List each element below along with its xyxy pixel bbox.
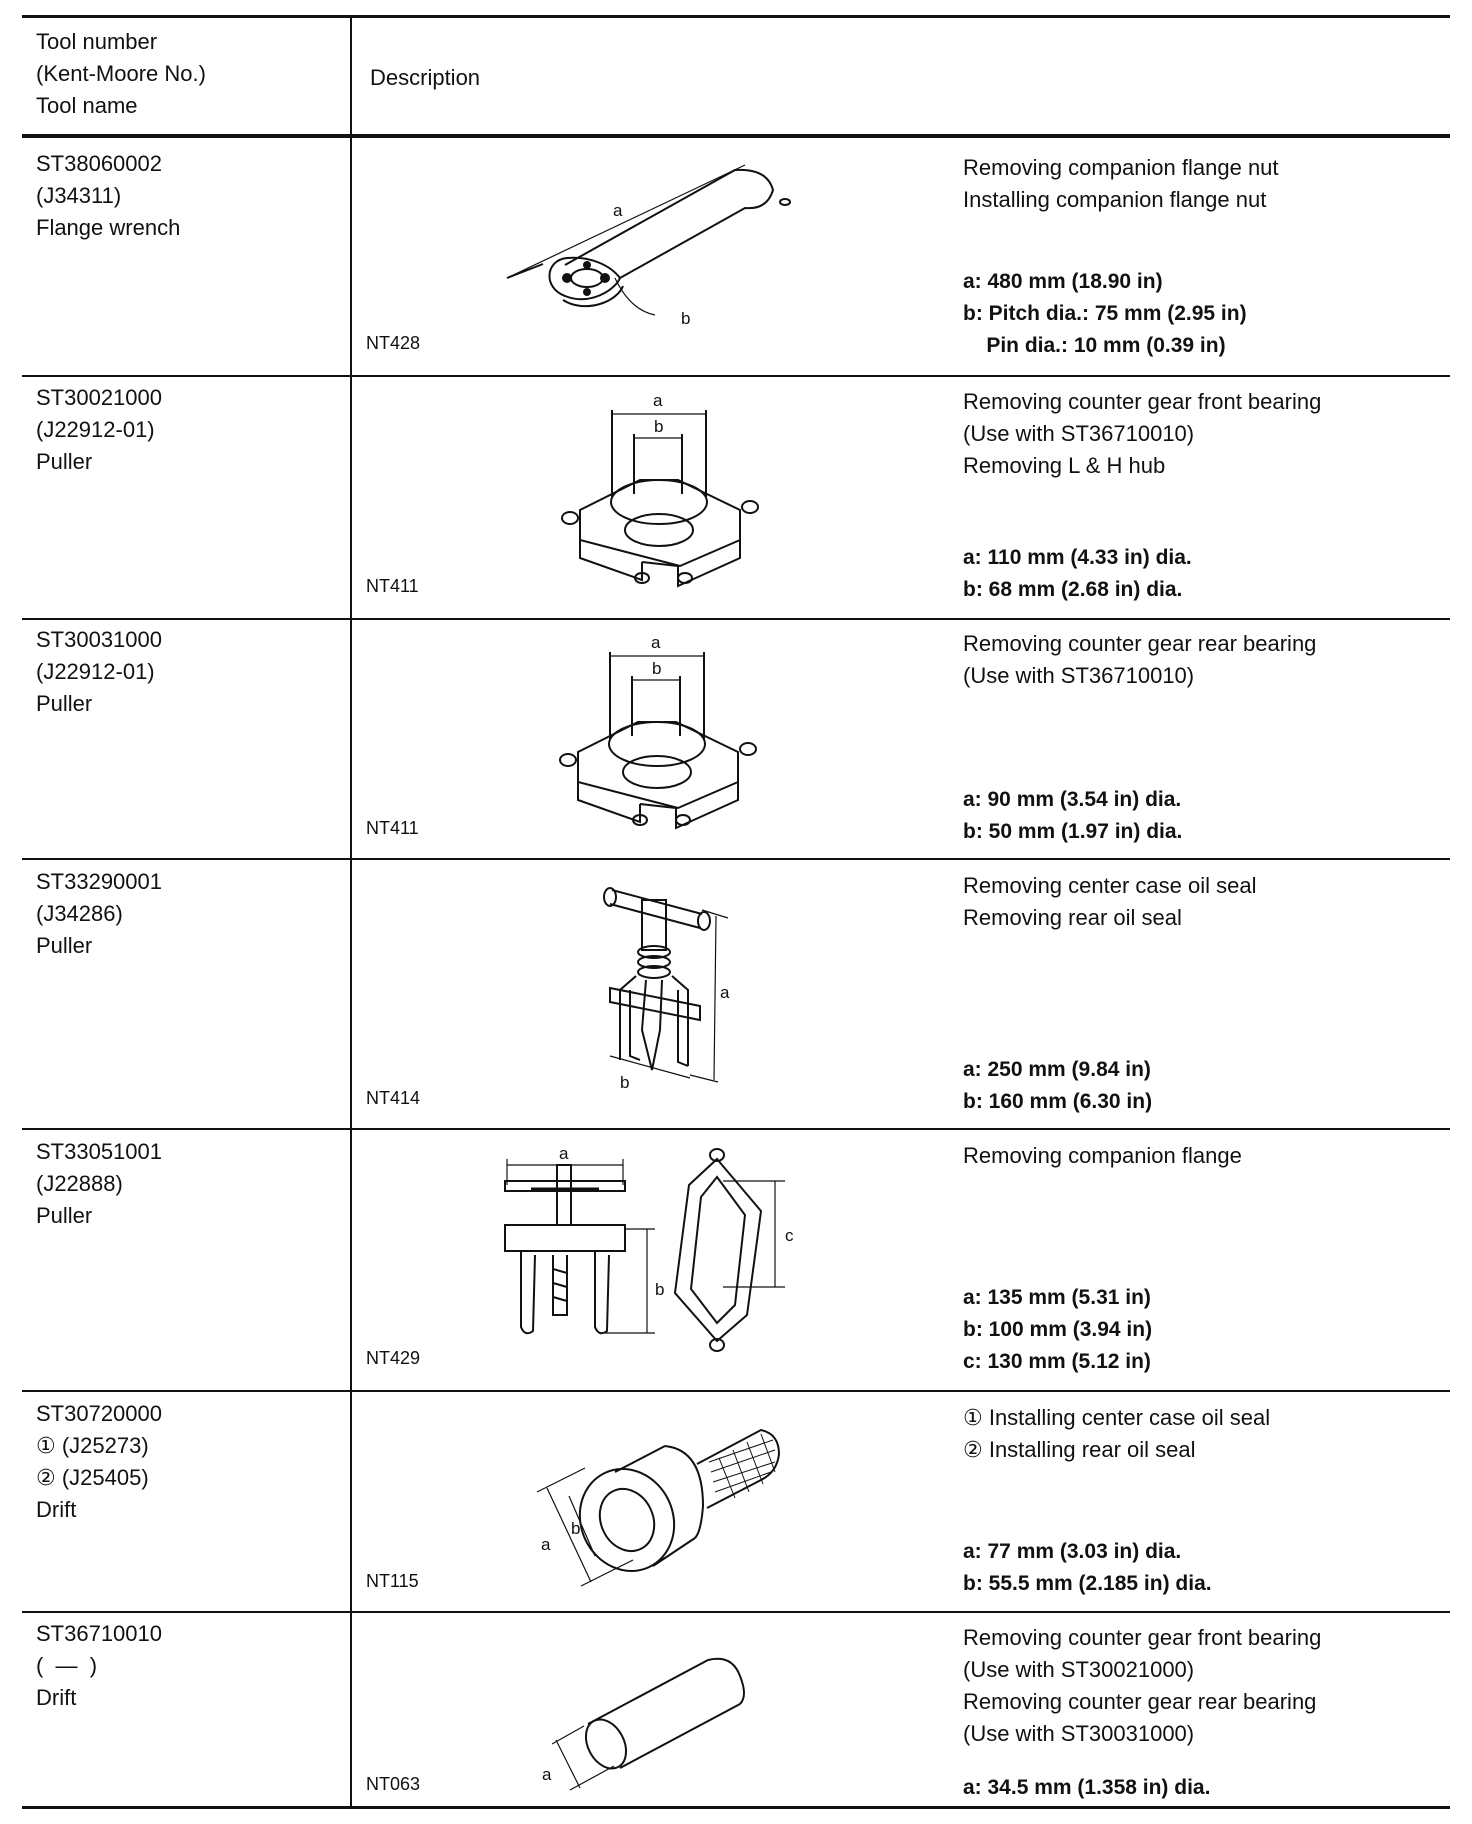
dimension-label: b <box>571 1519 580 1538</box>
tool-name: Drift <box>36 1497 77 1522</box>
spec-line: Pin dia.: 10 mm (0.39 in) <box>963 334 1226 357</box>
tool-number: ST30720000 <box>36 1401 162 1426</box>
figure-code: NT414 <box>366 1088 421 1108</box>
tool-number: ST36710010 <box>36 1621 162 1646</box>
use-description: Removing counter gear rear bearing <box>963 1689 1317 1714</box>
flange-wrench-illustration: a b <box>506 164 791 328</box>
knurled-drift-illustration: a b <box>536 1428 781 1587</box>
kent-moore-number: ② (J25405) <box>36 1465 149 1490</box>
dimension-label: b <box>654 417 663 436</box>
use-description: ① Installing center case oil seal <box>963 1405 1271 1430</box>
tool-name: Puller <box>36 691 93 716</box>
spec-line: b: 100 mm (3.94 in) <box>963 1318 1153 1341</box>
kent-moore-number: (J34286) <box>36 901 123 926</box>
use-description: Removing rear oil seal <box>963 905 1182 930</box>
tool-number: ST33051001 <box>36 1139 162 1164</box>
flange-puller-illustration: a b c <box>504 1144 794 1352</box>
use-description: Removing center case oil seal <box>963 873 1257 898</box>
use-description: Removing counter gear front bearing <box>963 1625 1322 1650</box>
row-divider <box>22 1611 1450 1613</box>
dimension-label: b <box>652 659 661 678</box>
use-description: Removing companion flange nut <box>963 155 1279 180</box>
kent-moore-number: ( — ) <box>36 1653 98 1678</box>
spec-line: b: 55.5 mm (2.185 in) dia. <box>963 1572 1212 1595</box>
kent-moore-number: ① (J25273) <box>36 1433 149 1458</box>
dimension-label: a <box>542 1765 552 1784</box>
use-description: (Use with ST36710010) <box>963 663 1195 688</box>
header-tool-number: Tool number <box>36 29 158 54</box>
header-description: Description <box>370 65 481 90</box>
table-top-rule <box>22 15 1450 18</box>
spec-line: a: 480 mm (18.90 in) <box>963 270 1163 293</box>
tool-name: Puller <box>36 1203 93 1228</box>
figure-code: NT063 <box>366 1774 421 1794</box>
use-description: Removing counter gear rear bearing <box>963 631 1317 656</box>
spec-line: b: Pitch dia.: 75 mm (2.95 in) <box>963 302 1247 325</box>
dimension-label: a <box>541 1535 551 1554</box>
header-bottom-rule <box>22 134 1450 138</box>
row-divider <box>22 1390 1450 1392</box>
use-description: (Use with ST30021000) <box>963 1657 1195 1682</box>
tool-number: ST30021000 <box>36 385 162 410</box>
use-description: (Use with ST36710010) <box>963 421 1195 446</box>
spec-line: b: 160 mm (6.30 in) <box>963 1090 1153 1113</box>
kent-moore-number: (J22912-01) <box>36 659 155 684</box>
use-description: (Use with ST30031000) <box>963 1721 1195 1746</box>
dimension-label: b <box>655 1280 664 1299</box>
dimension-label: b <box>620 1073 629 1092</box>
spec-line: b: 50 mm (1.97 in) dia. <box>963 820 1183 843</box>
tool-name: Flange wrench <box>36 215 181 240</box>
kent-moore-number: (J22912-01) <box>36 417 155 442</box>
use-description: Removing L & H hub <box>963 453 1166 478</box>
dimension-label: c <box>785 1226 794 1245</box>
spec-line: a: 90 mm (3.54 in) dia. <box>963 788 1182 811</box>
tool-number: ST33290001 <box>36 869 162 894</box>
dimension-label: a <box>651 633 661 652</box>
tool-name: Drift <box>36 1685 77 1710</box>
use-description: ② Installing rear oil seal <box>963 1437 1196 1462</box>
spec-line: c: 130 mm (5.12 in) <box>963 1350 1151 1373</box>
row-divider <box>22 858 1450 860</box>
figure-code: NT429 <box>366 1348 421 1368</box>
dimension-label: b <box>681 309 690 328</box>
row-divider <box>22 375 1450 377</box>
dimension-label: a <box>559 1144 569 1163</box>
tool-name: Puller <box>36 933 93 958</box>
figure-code: NT115 <box>366 1571 419 1591</box>
spec-line: a: 34.5 mm (1.358 in) dia. <box>963 1776 1211 1799</box>
spec-line: a: 135 mm (5.31 in) <box>963 1286 1151 1309</box>
spec-line: a: 110 mm (4.33 in) dia. <box>963 546 1192 569</box>
column-divider <box>350 15 352 1809</box>
use-description: Removing counter gear front bearing <box>963 389 1322 414</box>
spec-line: b: 68 mm (2.68 in) dia. <box>963 578 1183 601</box>
kent-moore-number: (J34311) <box>36 183 122 208</box>
use-description: Installing companion flange nut <box>963 187 1267 212</box>
bearing-puller-illustration: a b <box>561 391 759 588</box>
dimension-label: a <box>720 983 730 1002</box>
header-kent-moore: (Kent-Moore No.) <box>36 61 206 86</box>
row-divider <box>22 618 1450 620</box>
row-divider <box>22 1128 1450 1130</box>
dimension-label: a <box>613 201 623 220</box>
seal-puller-illustration: a b <box>603 887 730 1092</box>
figure-code: NT411 <box>366 576 419 596</box>
spec-line: a: 250 mm (9.84 in) <box>963 1058 1151 1081</box>
tube-drift-illustration: a <box>542 1657 745 1791</box>
use-description: Removing companion flange <box>963 1143 1242 1168</box>
figure-code: NT428 <box>366 333 421 353</box>
header-tool-name: Tool name <box>36 93 138 118</box>
tool-number: ST38060002 <box>36 151 162 176</box>
bearing-puller-illustration: a b <box>559 633 757 830</box>
tool-name: Puller <box>36 449 93 474</box>
figure-code: NT411 <box>366 818 419 838</box>
kent-moore-number: (J22888) <box>36 1171 123 1196</box>
tool-number: ST30031000 <box>36 627 162 652</box>
dimension-label: a <box>653 391 663 410</box>
table-bottom-rule <box>22 1806 1450 1809</box>
spec-line: a: 77 mm (3.03 in) dia. <box>963 1540 1182 1563</box>
